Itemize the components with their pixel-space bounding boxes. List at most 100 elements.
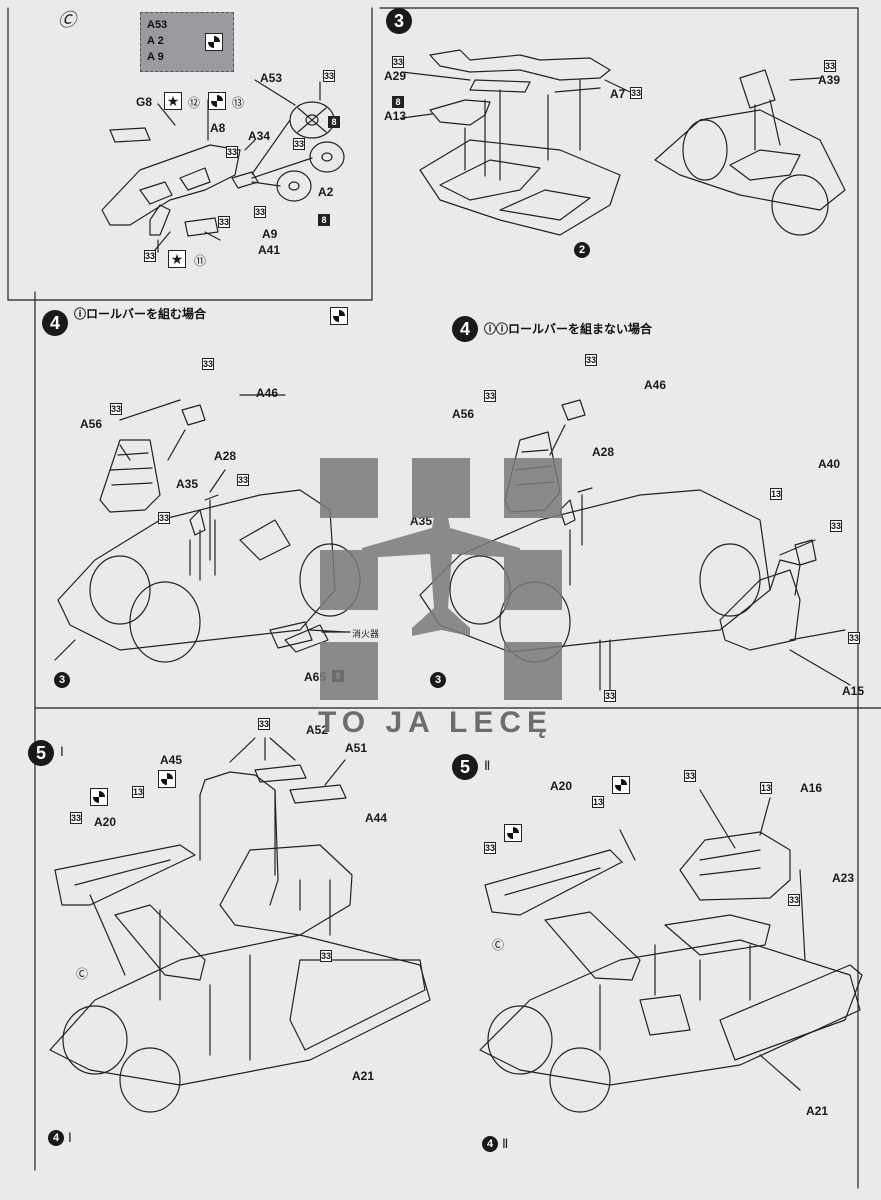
part-label-a20: A20	[550, 779, 573, 793]
paint-swatch-icon	[205, 33, 223, 51]
ref-roman-2: Ⅱ	[502, 1136, 509, 1151]
color-code-33: 33	[585, 354, 597, 366]
part-label-a41: A41	[258, 243, 281, 257]
color-code-33: 33	[237, 474, 249, 486]
color-ref-11: ⑪	[194, 254, 207, 268]
ref-roman-1: Ⅰ	[68, 1130, 72, 1145]
color-code-13: 13	[592, 796, 604, 808]
part-label-a45: A45	[160, 753, 183, 767]
color-code-33: 33	[202, 358, 214, 370]
part-label-a29: A29	[384, 69, 407, 83]
step4a-heading: ⓘロールバーを組む場合	[74, 307, 207, 321]
extinguisher-label: 消火器	[352, 630, 380, 640]
part-label-a52: A52	[306, 723, 329, 737]
color-code-33: 33	[293, 138, 305, 150]
part-label-a53: A53	[260, 71, 283, 85]
ref-step-3: 3	[430, 672, 446, 688]
variant-roman-2: Ⅱ	[484, 758, 491, 773]
ref-step-2: 2	[574, 242, 590, 258]
step3-floor-drawing	[401, 49, 631, 236]
callout-line: A53	[147, 19, 168, 31]
part-label-a2: A2	[318, 185, 334, 199]
callout-line: A 2	[147, 35, 164, 47]
color-code-13: 13	[760, 782, 772, 794]
paint-callout: A53 A 2 A 9	[140, 12, 234, 72]
paint-swatch-icon	[208, 92, 226, 110]
color-code-33: 33	[484, 842, 496, 854]
part-label-a21: A21	[352, 1069, 375, 1083]
step-number-5: 5	[452, 754, 478, 780]
color-code-8: 8	[328, 116, 340, 128]
callout-line: A 9	[147, 51, 164, 63]
part-label-a21: A21	[806, 1104, 829, 1118]
step3-frame	[379, 7, 859, 1189]
color-code-33: 33	[320, 950, 332, 962]
paint-swatch-icon	[330, 307, 348, 325]
part-label-a46: A46	[644, 378, 667, 392]
variant-roman-1: Ⅰ	[60, 744, 64, 759]
part-label-a44: A44	[365, 811, 388, 825]
part-label-a56: A56	[452, 407, 475, 421]
part-label-a28: A28	[214, 449, 237, 463]
color-code-33: 33	[830, 520, 842, 532]
extinguisher-drawing	[269, 621, 346, 649]
color-code-33: 33	[684, 770, 696, 782]
color-code-33: 33	[158, 512, 170, 524]
part-label-a13: A13	[384, 109, 407, 123]
subassembly-c-ref: Ⓒ	[76, 967, 89, 981]
ref-step-4: 4	[48, 1130, 64, 1146]
part-label-a15: A15	[842, 684, 865, 698]
part-label-g8: G8	[136, 95, 153, 109]
paint-swatch-icon	[612, 776, 630, 794]
paint-swatch-icon	[158, 770, 176, 788]
star-decal-icon: ★	[168, 250, 186, 268]
color-code-33: 33	[258, 718, 270, 730]
paint-swatch-icon	[90, 788, 108, 806]
part-label-a9: A9	[262, 227, 278, 241]
color-code-33: 33	[70, 812, 82, 824]
step5b-interior-drawing	[479, 789, 863, 1113]
color-code-33: 33	[392, 56, 404, 68]
watermark-logo-icon	[320, 458, 562, 700]
part-label-a35: A35	[176, 477, 199, 491]
color-code-33: 33	[144, 250, 156, 262]
part-label-a23: A23	[832, 871, 855, 885]
color-code-33: 33	[824, 60, 836, 72]
color-code-33: 33	[254, 206, 266, 218]
color-ref-13: ⑬	[232, 96, 245, 110]
part-label-a34: A34	[248, 129, 271, 143]
c-panel-divider	[7, 7, 373, 301]
step5a-interior-drawing	[49, 737, 431, 1113]
color-code-33: 33	[226, 146, 238, 158]
color-code-8: 8	[318, 214, 330, 226]
step-number-5: 5	[28, 740, 54, 766]
color-code-33: 33	[788, 894, 800, 906]
color-code-33: 33	[110, 403, 122, 415]
part-label-a20: A20	[94, 815, 117, 829]
star-decal-icon: ★	[164, 92, 182, 110]
part-label-a28: A28	[592, 445, 615, 459]
part-label-a7: A7	[610, 87, 626, 101]
color-code-8: 8	[392, 96, 404, 108]
ref-step-4: 4	[482, 1136, 498, 1152]
color-code-33: 33	[323, 70, 335, 82]
ref-step-3: 3	[54, 672, 70, 688]
subassembly-c-marker: Ⓒ	[58, 10, 76, 31]
step-number-4: 4	[42, 310, 68, 336]
step-number-3: 3	[386, 8, 412, 34]
part-label-a46: A46	[256, 386, 279, 400]
part-label-a56: A56	[80, 417, 103, 431]
color-code-33: 33	[848, 632, 860, 644]
color-code-33: 33	[484, 390, 496, 402]
part-label-a39: A39	[818, 73, 841, 87]
color-ref-12: ⑫	[188, 96, 201, 110]
paint-swatch-icon	[504, 824, 522, 842]
color-code-13: 13	[770, 488, 782, 500]
step4b-heading: ⓘⓘロールバーを組まない場合	[484, 322, 653, 336]
step3-rear-drawing	[654, 69, 846, 236]
color-code-33: 33	[630, 87, 642, 99]
part-label-a40: A40	[818, 457, 841, 471]
color-code-33: 33	[218, 216, 230, 228]
subassembly-c-ref: Ⓒ	[492, 938, 505, 952]
